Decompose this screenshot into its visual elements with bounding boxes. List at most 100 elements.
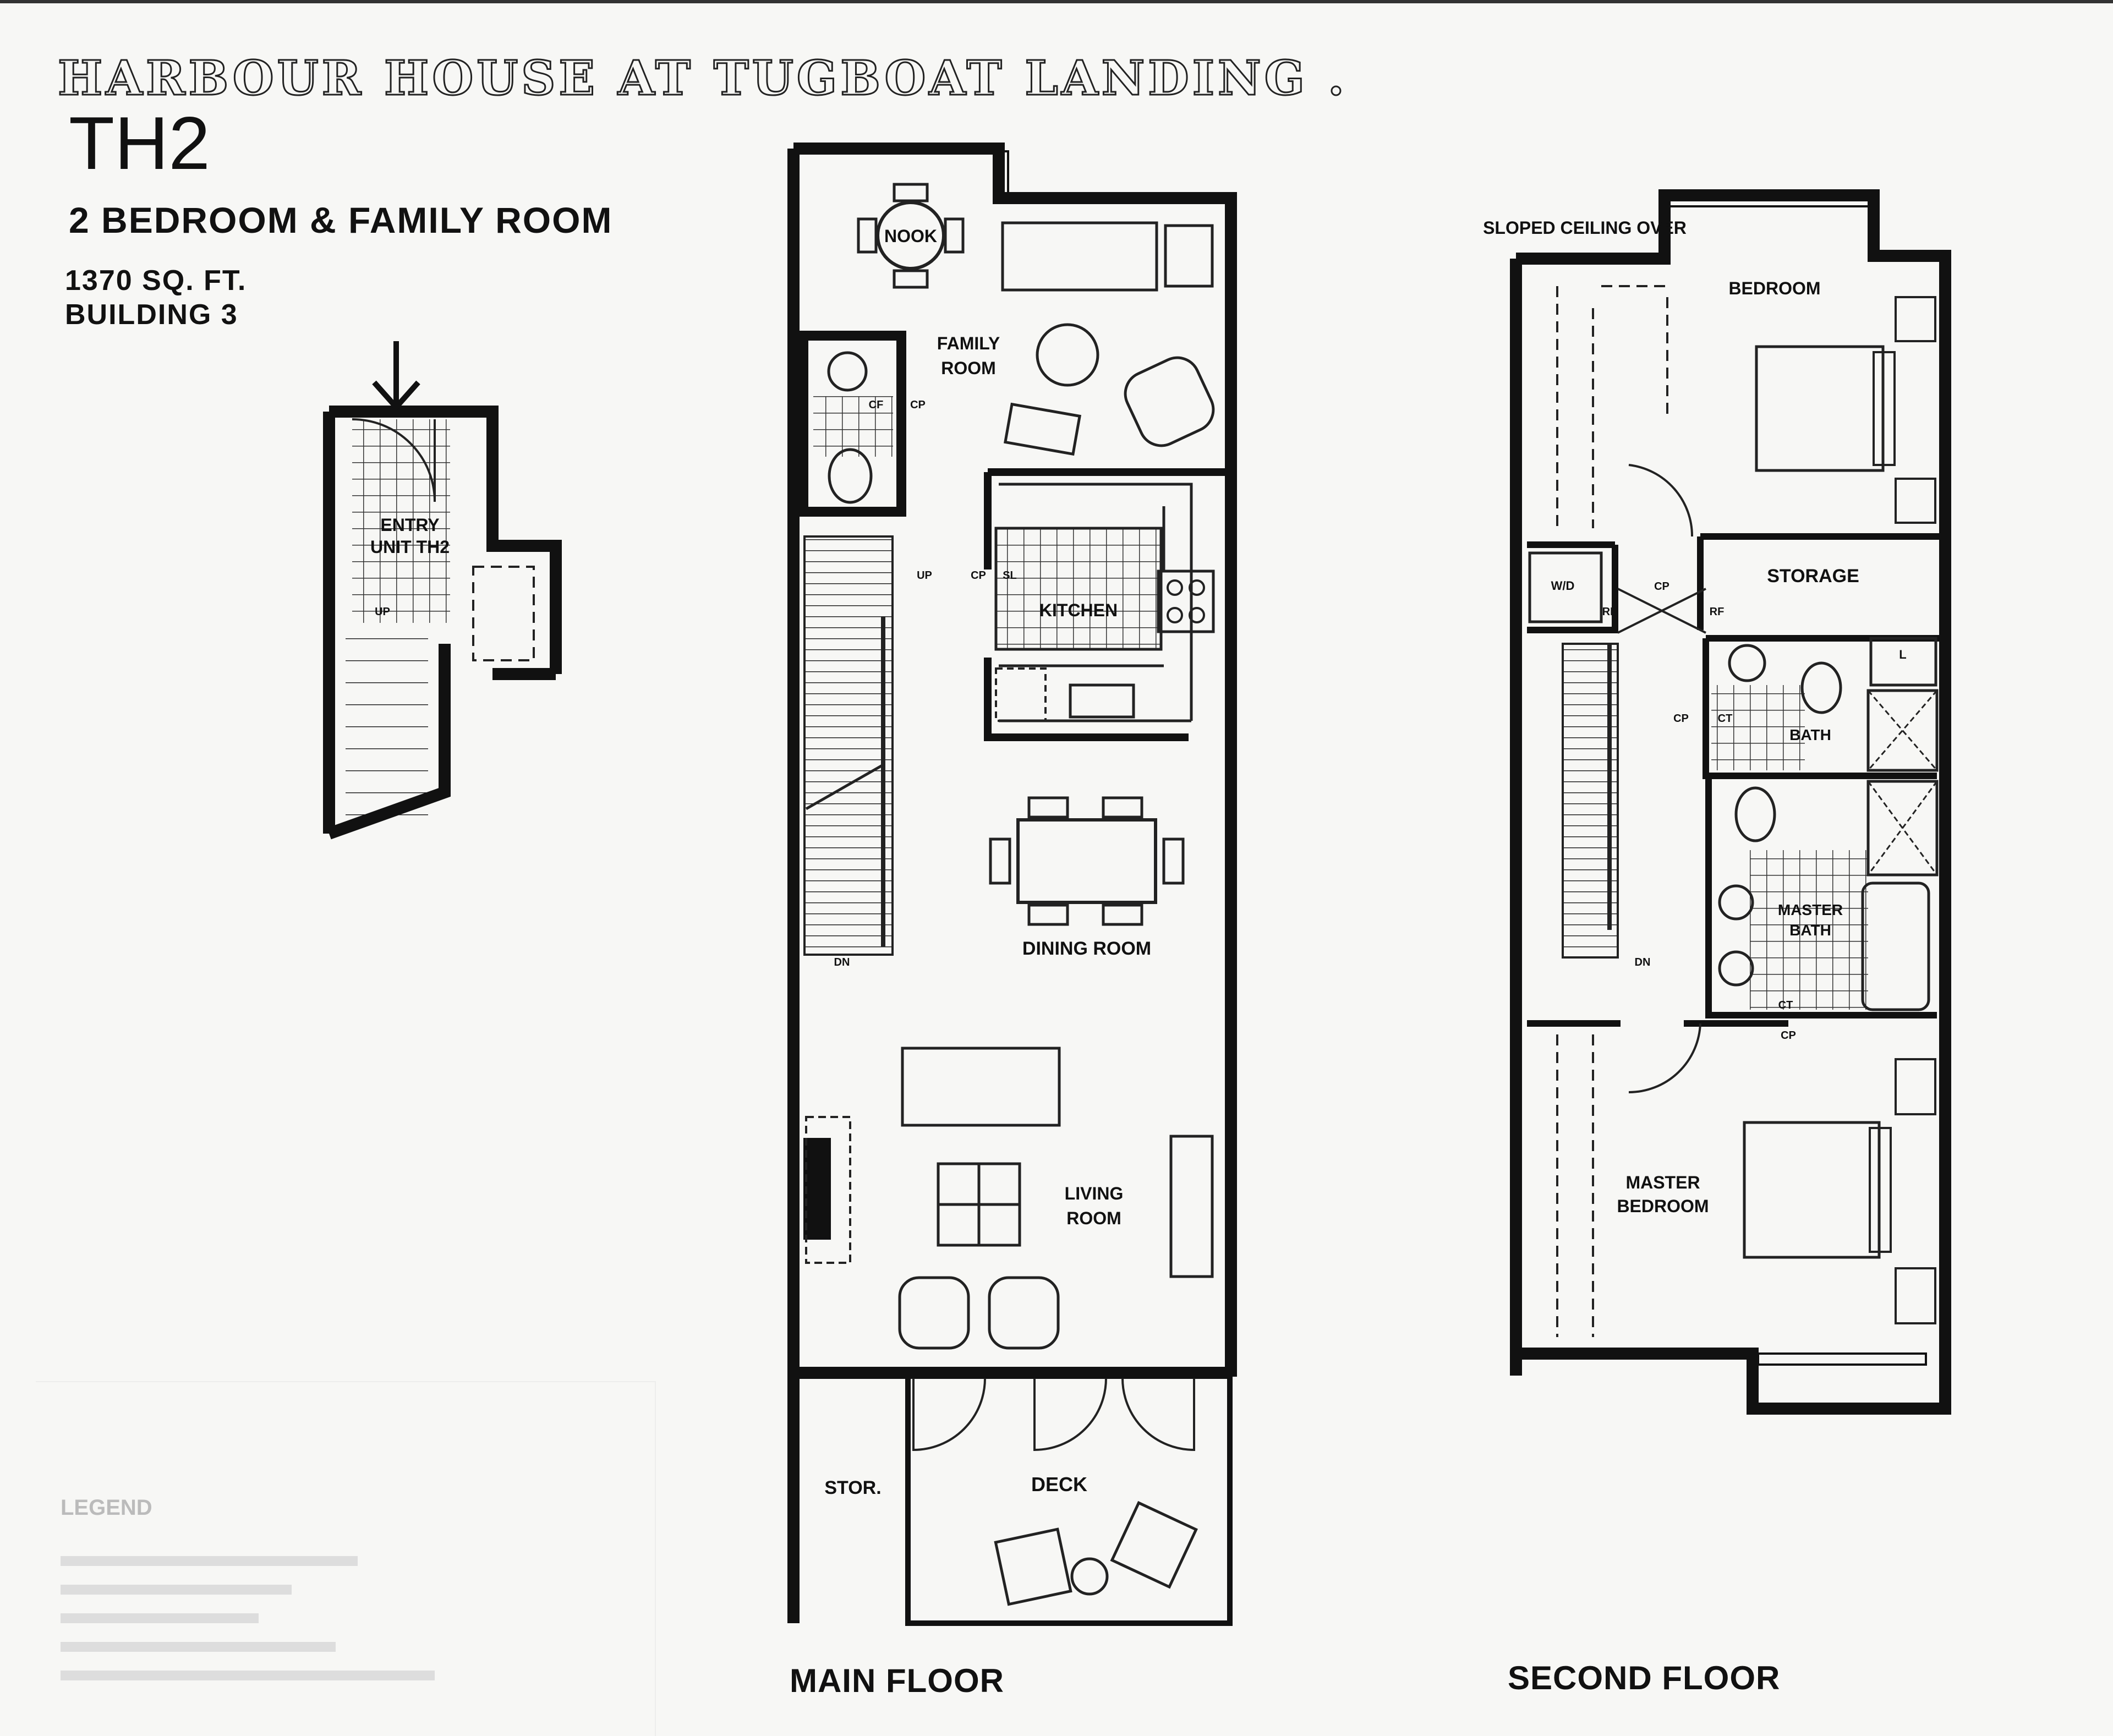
shower-icon (1866, 780, 1939, 877)
bathtub-icon (1861, 881, 1930, 1011)
entry-room-label-2: UNIT TH2 (370, 537, 450, 557)
linen-label: L (1899, 648, 1906, 661)
entry-plan: ENTRY UNIT TH2 UP (323, 341, 562, 840)
ct-mark: CT (1718, 713, 1733, 725)
cp-mark: CP (1781, 1029, 1796, 1042)
stair-break (805, 763, 884, 811)
burner-icon (1189, 607, 1205, 623)
unit-building: BUILDING 3 (65, 299, 238, 331)
legend-line (61, 1671, 435, 1680)
pillow-icon (1873, 351, 1896, 466)
burner-icon (1167, 607, 1183, 623)
deck-chair-icon (1110, 1500, 1198, 1589)
media-console-icon (1169, 1135, 1214, 1278)
master-closet-dashes (1556, 1034, 1594, 1337)
legend-line (61, 1556, 358, 1566)
entry-closet (472, 566, 535, 661)
chair-icon (893, 183, 929, 202)
cp-mark: CP (910, 399, 926, 411)
armchair-icon (898, 1276, 970, 1350)
dn-mark: DN (1635, 956, 1651, 968)
round-table-icon (1036, 323, 1099, 387)
burner-icon (1189, 579, 1205, 596)
chair-icon (857, 217, 878, 254)
kitchen-label: KITCHEN (1039, 600, 1118, 620)
second-floor-caption: SECOND FLOOR (1508, 1660, 1781, 1696)
bath-label: BATH (1789, 726, 1831, 743)
chair-icon (1102, 796, 1143, 819)
bedroom-label: BEDROOM (1728, 278, 1820, 298)
dn-mark: DN (834, 956, 850, 968)
sloped-closet-dashes (1556, 285, 1668, 528)
nightstand-icon (1895, 296, 1936, 342)
entry-door-arc (352, 418, 436, 502)
cp-mark: CP (1654, 581, 1669, 593)
unit-area: 1370 SQ. FT. (65, 265, 247, 297)
dining-room-label: DINING ROOM (1022, 938, 1151, 959)
second-floor-interior-wall (1527, 533, 1945, 1027)
family-room-label-1: FAMILY (937, 333, 1000, 353)
nightstand-icon (1895, 1267, 1936, 1324)
deck-label: DECK (1031, 1473, 1087, 1496)
second-floor-plan: SLOPED CEILING OVER BEDROOM STORAGE W/D … (1483, 189, 1951, 1415)
bed-icon (1755, 345, 1885, 472)
main-floor-caption: MAIN FLOOR (790, 1662, 1004, 1699)
deck-chair-icon (994, 1527, 1072, 1606)
storage-label: STORAGE (1767, 566, 1859, 587)
chair-icon (1027, 903, 1069, 926)
dining-table-icon (1016, 818, 1157, 904)
powder-tile (813, 396, 893, 457)
main-floor-plan: NOOK FAMILY ROOM KITCHEN DINING ROOM LIV… (787, 143, 1237, 1626)
powder-room (798, 331, 906, 517)
chair-icon (1027, 796, 1069, 819)
shower-drain-icon (1867, 781, 1938, 875)
burner-icon (1167, 579, 1183, 596)
legend-title: LEGEND (61, 1496, 152, 1520)
pantry-icon (995, 667, 1047, 722)
hearth-icon (805, 1116, 851, 1264)
rf-mark: RF (1710, 606, 1725, 618)
rf-mark: RF (1602, 606, 1617, 618)
master-bath-tile (1750, 850, 1868, 1010)
nightstand-icon (1895, 1058, 1936, 1115)
sink-icon (1718, 884, 1754, 921)
deck-door-arc (1121, 1378, 1195, 1452)
shower-drain-icon (1867, 690, 1938, 771)
cp-mark: CP (1673, 713, 1689, 725)
toilet-icon (1800, 661, 1842, 714)
nightstand-icon (1895, 478, 1936, 524)
side-table-icon (1164, 224, 1214, 288)
wd-label: W/D (1551, 579, 1575, 593)
bed-icon (1743, 1121, 1881, 1259)
main-stair (803, 535, 894, 956)
sink-icon (1718, 950, 1754, 987)
window (1757, 1352, 1927, 1366)
sofa-icon (901, 1047, 1061, 1127)
legend-line (61, 1642, 336, 1652)
window (995, 150, 1009, 196)
pillow-icon (1869, 1127, 1892, 1253)
entry-arrow-icon (372, 341, 420, 412)
deck-door-arc (1033, 1378, 1107, 1452)
master-bath-label-2: BATH (1789, 922, 1831, 939)
family-room-label-2: ROOM (941, 358, 996, 378)
deck-door-arc (912, 1378, 986, 1452)
cp-mark: CP (971, 569, 986, 582)
toilet-icon (828, 448, 873, 504)
entry-stair (346, 638, 428, 820)
entry-up-label: UP (375, 606, 390, 618)
nook-label: NOOK (884, 226, 937, 246)
sink-icon (1728, 644, 1766, 682)
storage-label: STOR. (824, 1477, 881, 1498)
sofa-icon (1001, 221, 1158, 292)
unit-type: 2 BEDROOM & FAMILY ROOM (69, 200, 613, 240)
living-room-label-2: ROOM (1066, 1208, 1121, 1228)
linen-closet-icon (1869, 637, 1937, 687)
bath-tile (1711, 685, 1805, 770)
hall-door-swing (1617, 588, 1706, 634)
chair-icon (1162, 837, 1185, 885)
legend-line (61, 1585, 292, 1595)
shower-icon (1866, 689, 1939, 772)
master-bedroom-label-1: MASTER (1625, 1173, 1700, 1192)
